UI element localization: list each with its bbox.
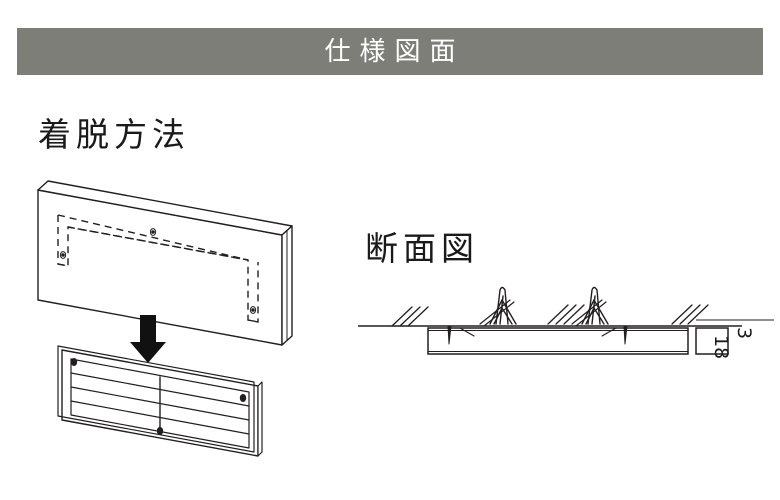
page-title: 仕様図面: [324, 36, 465, 67]
hidden-outline-left-stub: [57, 263, 69, 267]
panel-end-rect: [695, 327, 729, 355]
hatch-marks-right: [671, 304, 709, 325]
frame-outer-depth: [57, 345, 255, 453]
panel-hidden-outline: [57, 214, 259, 323]
hatch-marks-center: [547, 304, 585, 325]
arrow-head: [130, 342, 166, 363]
frame-clip-dots: [70, 358, 247, 435]
spring-clip-2: [571, 286, 639, 345]
frame-inner-opening: [70, 358, 250, 449]
panel-isometric: [37, 180, 293, 346]
panel-clip-dot-left: [61, 253, 65, 257]
attachment-method-drawing: [37, 180, 293, 457]
panel-end-segment: [695, 327, 729, 355]
install-direction-arrow: [130, 315, 166, 363]
hidden-outline-inner: [57, 214, 249, 261]
page-header-banner: 仕様図面: [17, 28, 763, 75]
panel-section-body: [427, 327, 689, 355]
cross-section-drawing: [358, 286, 774, 355]
panel-clip-dot-center: [151, 230, 155, 234]
frame-clip-dot-right: [239, 394, 247, 402]
panel-front-face: [37, 189, 283, 346]
hidden-outline-right-stub: [247, 319, 259, 323]
panel-section-rect: [427, 327, 689, 355]
hatch-marks-left: [391, 306, 429, 327]
frame-clip-dot-center: [156, 427, 164, 435]
dimension-label-18: 18: [710, 335, 732, 360]
dimension-label-3: 3: [733, 327, 755, 340]
frame-isometric: [57, 345, 263, 457]
panel-clip-dot-right: [251, 308, 255, 312]
frame-side-face: [257, 381, 263, 457]
arrow-shaft: [140, 315, 156, 344]
section-heading-attachment-method: 着脱方法: [38, 115, 190, 154]
frame-clip-dot-left: [70, 358, 78, 366]
panel-clip-marks: [59, 228, 257, 314]
hidden-outline-inner-2: [67, 226, 249, 261]
spring-clip-1: [441, 286, 517, 345]
section-heading-cross-section: 断面図: [365, 229, 479, 268]
